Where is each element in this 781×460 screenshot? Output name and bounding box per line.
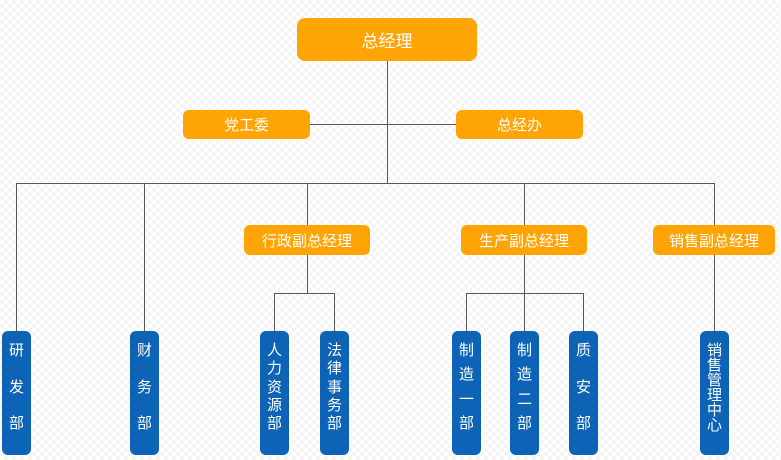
node-vp-production[interactable]: 生产副总经理 [461, 225, 587, 255]
node-dept-finance[interactable]: 财务部 [130, 331, 159, 455]
connector-vp-admin-branch [274, 293, 335, 294]
connector-vp-admin-stem [307, 255, 308, 293]
node-dept-rd[interactable]: 研发部 [2, 331, 31, 455]
node-vp-admin[interactable]: 行政副总经理 [244, 225, 370, 255]
node-dept-hr-label: 人力资源部 [266, 342, 282, 432]
node-dept-legal-label: 法律事务部 [326, 342, 342, 432]
node-dept-sales-center-label: 销售管理中心 [706, 342, 722, 434]
node-dept-legal[interactable]: 法律事务部 [320, 331, 349, 455]
connector-vp-production-branch [466, 293, 584, 294]
node-general-manager-label: 总经理 [361, 32, 413, 51]
node-dept-mfg2-label: 制造二部 [516, 342, 532, 432]
node-dept-mfg1[interactable]: 制造一部 [452, 331, 481, 455]
node-party-committee-label: 党工委 [223, 117, 269, 134]
connector-drop-vp-production [524, 183, 525, 225]
connector-drop-vp-admin [307, 183, 308, 225]
connector-drop-mfg1 [466, 293, 467, 331]
node-dept-hr[interactable]: 人力资源部 [260, 331, 289, 455]
connector-drop-quality [583, 293, 584, 331]
node-vp-admin-label: 行政副总经理 [261, 232, 352, 250]
node-party-committee[interactable]: 党工委 [183, 110, 310, 139]
connector-staff-horizontal [310, 124, 456, 125]
node-dept-mfg1-label: 制造一部 [458, 342, 474, 432]
connector-drop-sales-center [714, 255, 715, 331]
node-gm-office-label: 总经办 [496, 117, 542, 134]
node-dept-quality-label: 质安部 [575, 342, 591, 432]
connector-vp-production-stem [524, 255, 525, 293]
connector-drop-hr [274, 293, 275, 331]
node-dept-quality[interactable]: 质安部 [569, 331, 598, 455]
connector-drop-rd [16, 183, 17, 331]
node-dept-mfg2[interactable]: 制造二部 [510, 331, 539, 455]
connector-drop-mfg2 [524, 293, 525, 331]
connector-drop-legal [334, 293, 335, 331]
node-vp-sales-label: 销售副总经理 [668, 232, 759, 250]
connector-root-trunk [387, 61, 388, 183]
node-vp-sales[interactable]: 销售副总经理 [653, 225, 775, 255]
node-dept-rd-label: 研发部 [8, 342, 24, 432]
node-gm-office[interactable]: 总经办 [456, 110, 583, 139]
node-dept-sales-center[interactable]: 销售管理中心 [700, 331, 729, 455]
connector-main-horizontal [16, 183, 715, 184]
node-vp-production-label: 生产副总经理 [478, 232, 569, 250]
connector-drop-finance [144, 183, 145, 331]
node-general-manager[interactable]: 总经理 [297, 18, 477, 61]
node-dept-finance-label: 财务部 [136, 342, 152, 432]
connector-drop-vp-sales [714, 183, 715, 225]
